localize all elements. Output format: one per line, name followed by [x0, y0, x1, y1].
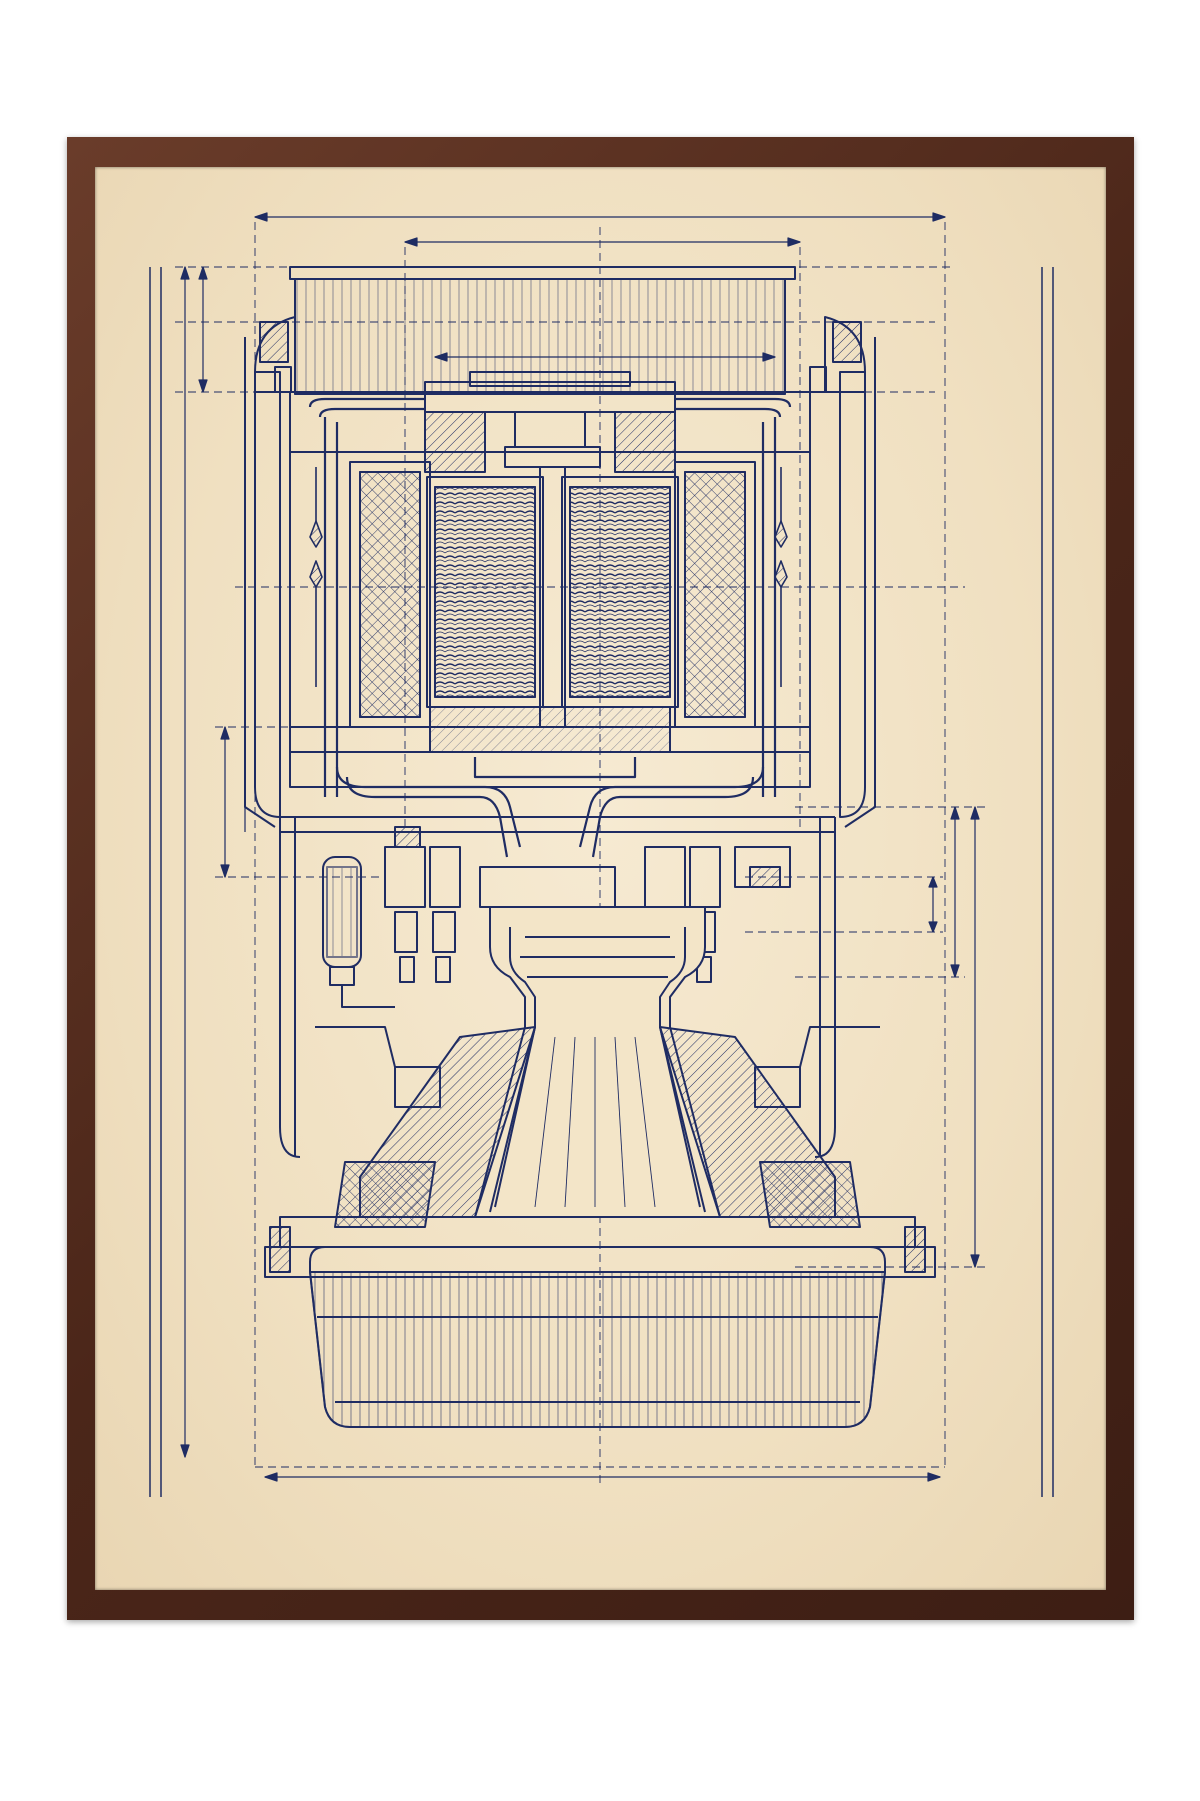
sensor-probes	[309, 467, 788, 687]
blueprint-paper	[95, 167, 1106, 1590]
feed-lines-upper	[308, 397, 792, 858]
coil-left-inner	[426, 476, 544, 708]
top-canister	[244, 266, 876, 828]
center-shaft	[429, 412, 671, 753]
valve-stack-left	[384, 826, 461, 983]
lower-struts	[279, 816, 836, 1158]
accumulator-tank	[322, 856, 395, 1008]
side-rules	[149, 267, 1054, 1497]
bottom-bowl	[309, 1246, 886, 1428]
coil-right-inner	[561, 476, 679, 708]
coil-left-outer	[349, 461, 431, 728]
engine-blueprint	[149, 212, 1054, 1497]
picture-frame	[67, 137, 1134, 1620]
coil-right-outer	[674, 461, 756, 728]
